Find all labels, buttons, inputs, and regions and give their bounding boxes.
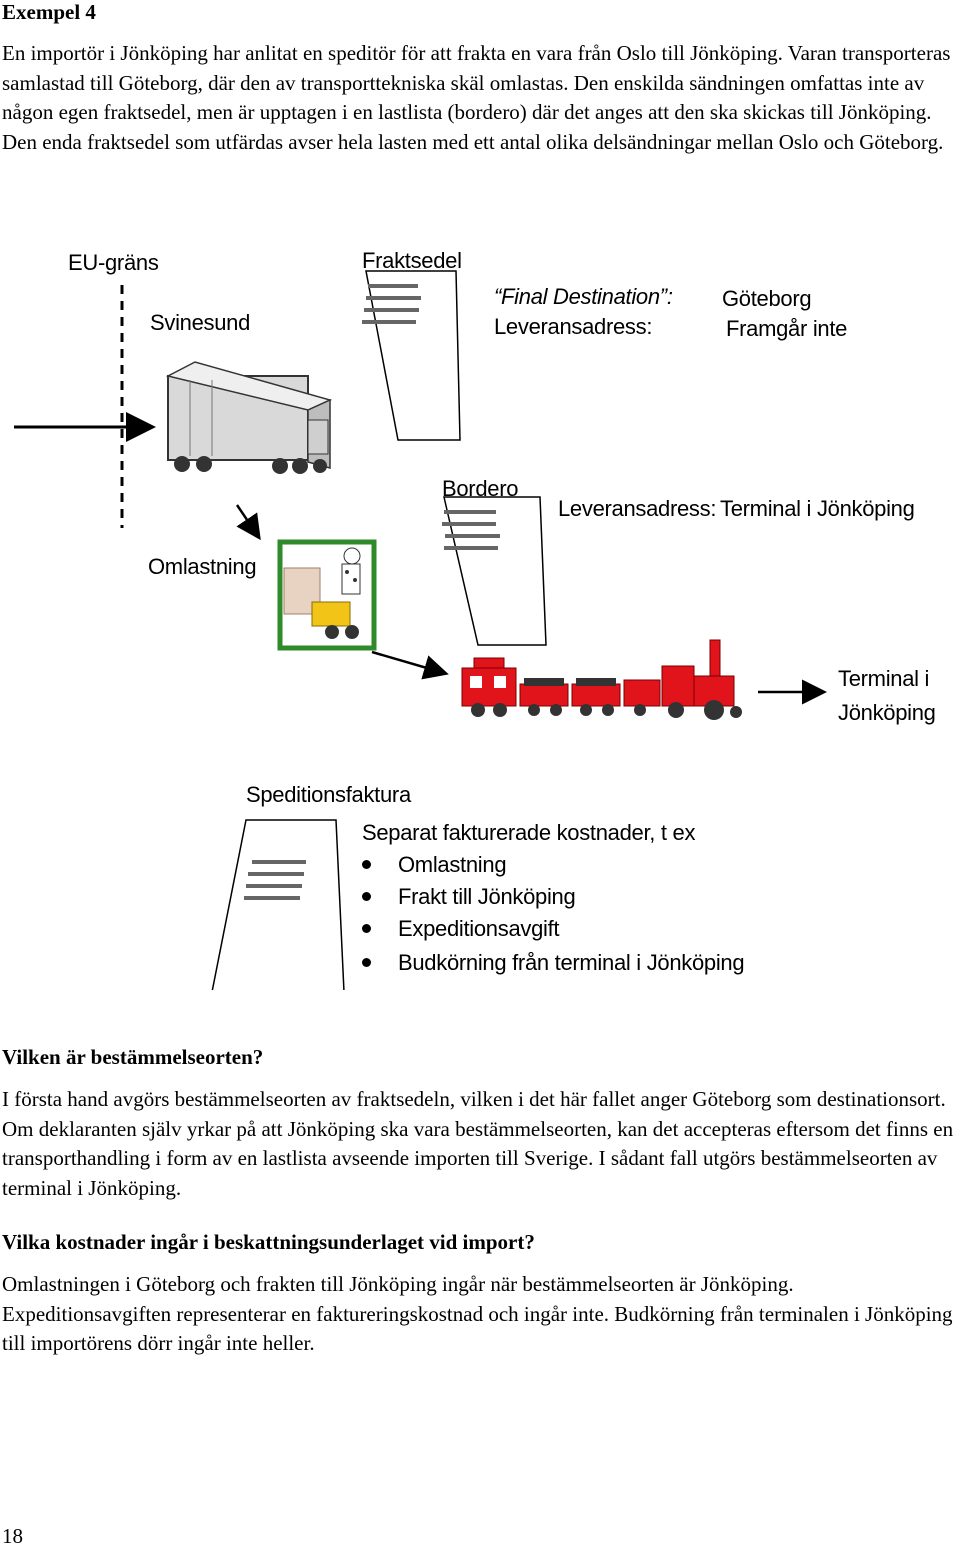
truck-icon [165, 361, 333, 474]
bullet-icon [362, 859, 371, 869]
terminal-label-line1: Terminal i [838, 666, 930, 691]
bullet-icon [362, 891, 371, 901]
speditionsfaktura-label: Speditionsfaktura [246, 782, 411, 807]
leveransadress-value-2: Terminal i Jönköping [720, 496, 915, 521]
fraktsedel-label: Fraktsedel [362, 248, 462, 273]
page-number: 18 [2, 1524, 23, 1548]
bullet-icon [362, 957, 371, 967]
omlastning-label: Omlastning [148, 554, 257, 579]
leveransadress-label-2: Leveransadress: [558, 496, 717, 521]
question-costs: Vilka kostnader ingår i beskattningsunde… [2, 1230, 535, 1254]
final-destination-label: “Final Destination”: [494, 284, 673, 309]
arrow-to-omlastning [235, 504, 261, 541]
diagram-graphics [14, 270, 827, 990]
bordero-label: Bordero [442, 476, 519, 501]
bordero-document-icon [442, 496, 547, 646]
forklift-worker-icon [277, 539, 377, 651]
speditionsfaktura-document-icon [211, 819, 345, 990]
transport-diagram: EU-gräns Svinesund Fraktsedel “Final Des… [0, 230, 960, 990]
separat-costs-label: Separat fakturerade kostnader, t ex [362, 820, 696, 845]
answer-destination: I första hand avgörs bestämmelseorten av… [2, 1087, 954, 1200]
answer-costs: Omlastningen i Göteborg och frakten till… [2, 1272, 953, 1355]
example-title: Exempel 4 [2, 0, 96, 24]
train-icon [461, 639, 742, 720]
leveransadress-label-1: Leveransadress: [494, 314, 653, 339]
intro-paragraph: En importör i Jönköping har anlitat en s… [2, 41, 951, 154]
cost-item: Budkörning från terminal i Jönköping [362, 950, 745, 976]
svinesund-label: Svinesund [150, 310, 251, 335]
cost-item: Expeditionsavgift [362, 916, 560, 942]
eu-border-label: EU-gräns [68, 250, 159, 275]
arrow-to-train [371, 650, 449, 680]
terminal-label-line2: Jönköping [838, 700, 936, 725]
cost-item: Frakt till Jönköping [362, 884, 576, 910]
cost-item: Omlastning [362, 852, 507, 878]
fraktsedel-document-icon [362, 270, 461, 441]
final-destination-value: Göteborg [722, 286, 812, 311]
question-destination: Vilken är bestämmelseorten? [2, 1045, 264, 1069]
bullet-icon [362, 923, 371, 933]
leveransadress-value-1: Framgår inte [726, 316, 848, 341]
